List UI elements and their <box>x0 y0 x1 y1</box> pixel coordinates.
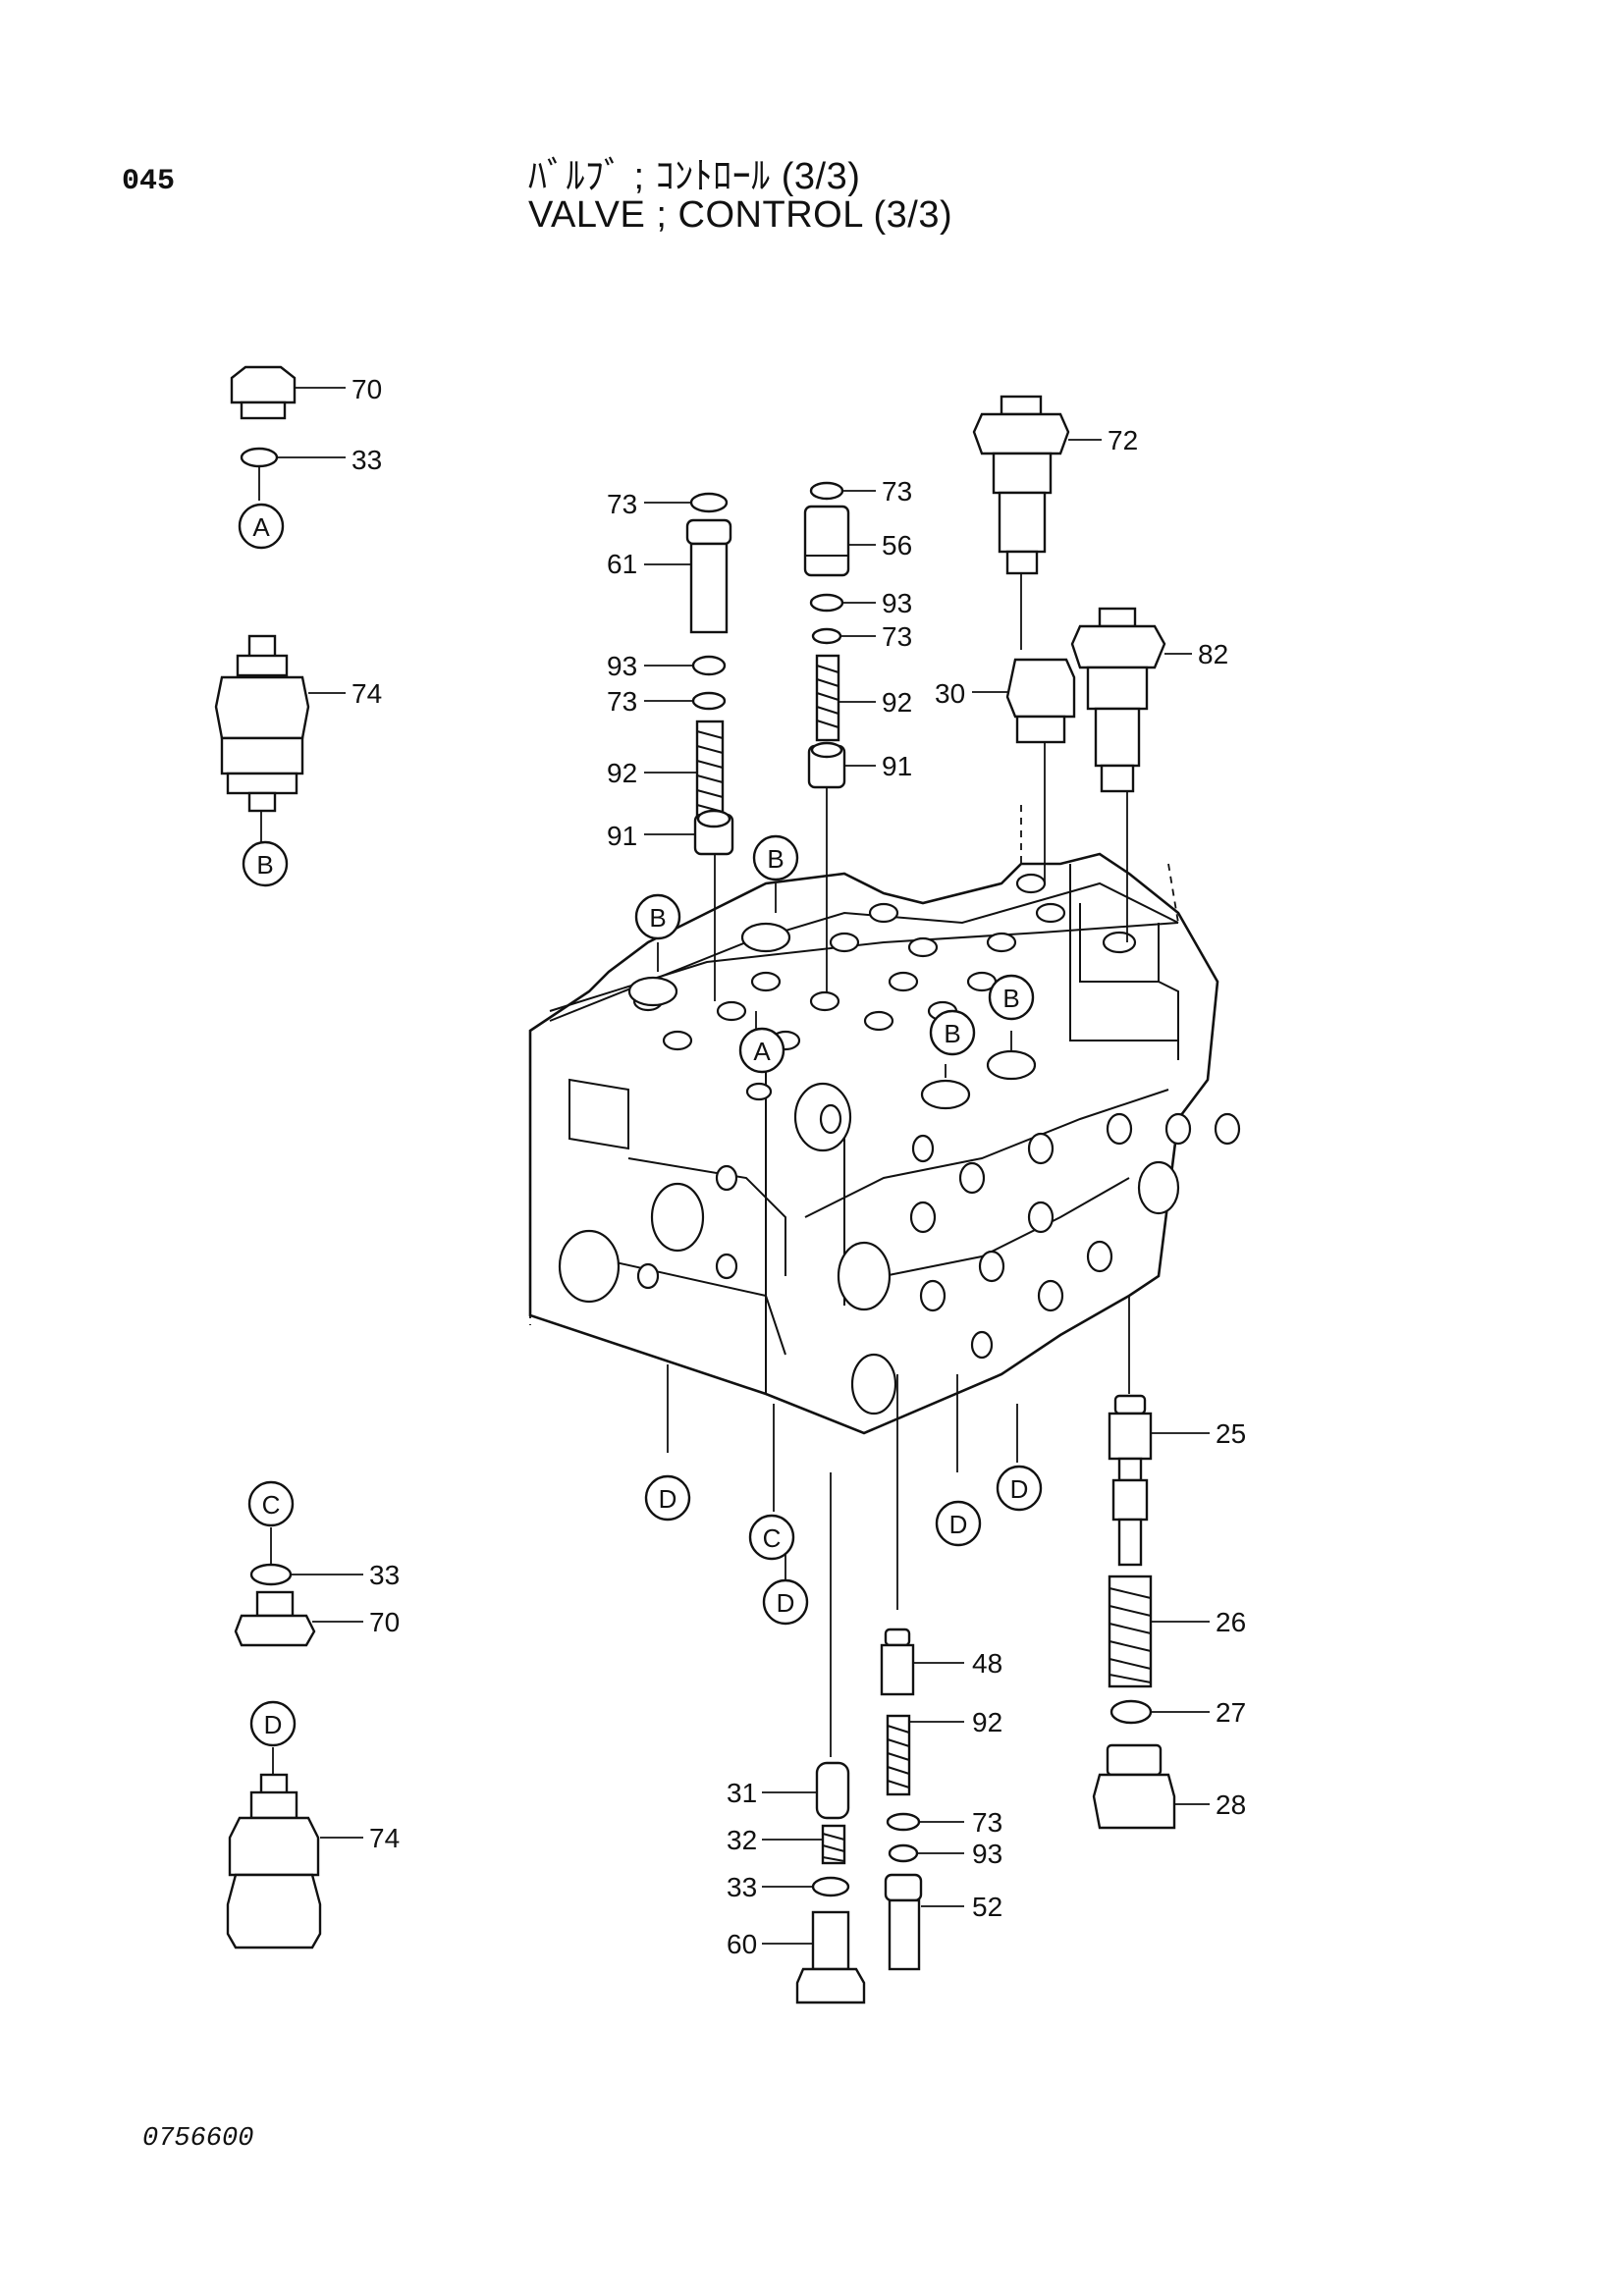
o-ring-73-e <box>886 1812 964 1832</box>
callout-32: 32 <box>727 1825 757 1855</box>
callout-74: 74 <box>352 678 382 709</box>
callout-93: 93 <box>882 588 912 618</box>
marker-d: D <box>777 1588 795 1618</box>
spring-26 <box>1108 1575 1210 1688</box>
marker-c: C <box>262 1490 281 1520</box>
relief-valve-74-bottom <box>226 1773 363 1949</box>
marker-b: B <box>1002 984 1019 1013</box>
callout-73: 73 <box>607 686 637 717</box>
hidden-edge <box>1167 863 1179 924</box>
plug-70-bottom <box>234 1590 363 1647</box>
page-number: 045 <box>122 165 176 198</box>
callout-27: 27 <box>1216 1697 1246 1728</box>
callout-70: 70 <box>352 374 382 404</box>
callout-73: 73 <box>972 1807 1002 1838</box>
drawing-number: 0756600 <box>142 2124 254 2154</box>
callout-25: 25 <box>1216 1418 1246 1449</box>
marker-d: D <box>1010 1474 1029 1504</box>
check-valve-91-a <box>644 809 734 856</box>
relief-valve-72 <box>972 395 1102 575</box>
spring-92-c <box>886 1714 964 1796</box>
callout-92: 92 <box>882 687 912 718</box>
relief-valve-82 <box>1070 607 1192 793</box>
spool-25 <box>1108 1394 1210 1567</box>
callout-labels: 70 33 74 73 61 93 73 92 91 73 56 93 73 9… <box>352 374 1246 1959</box>
marker-d: D <box>949 1510 968 1539</box>
spring-92-b <box>815 654 876 742</box>
spring-92-a <box>644 720 725 822</box>
plug-28 <box>1092 1743 1210 1830</box>
marker-b: B <box>649 903 666 933</box>
callout-91: 91 <box>607 821 637 851</box>
callout-93: 93 <box>972 1839 1002 1869</box>
callout-70: 70 <box>369 1607 400 1637</box>
o-ring-73-a <box>644 492 729 513</box>
callout-26: 26 <box>1216 1607 1246 1637</box>
callout-48: 48 <box>972 1648 1002 1679</box>
snap-ring-93-c <box>888 1843 964 1863</box>
callout-73: 73 <box>882 476 912 507</box>
callout-92: 92 <box>607 758 637 788</box>
callout-33: 33 <box>352 445 382 475</box>
callout-82: 82 <box>1198 639 1228 669</box>
plug-60 <box>762 1910 866 2004</box>
poppet-56 <box>803 505 876 577</box>
marker-b: B <box>256 850 273 880</box>
callout-33: 33 <box>369 1560 400 1590</box>
callout-56: 56 <box>882 530 912 561</box>
sleeve-61 <box>644 518 732 634</box>
plug-30 <box>972 658 1076 744</box>
callout-72: 72 <box>1108 425 1138 455</box>
poppet-31 <box>762 1761 850 1820</box>
snap-ring-93-b <box>809 593 876 613</box>
callout-52: 52 <box>972 1892 1002 1922</box>
callout-74: 74 <box>369 1823 400 1853</box>
reference-markers: A B C D B B A B B D C D D D <box>238 503 1043 1747</box>
callout-30: 30 <box>935 678 965 709</box>
callout-73: 73 <box>607 489 637 519</box>
marker-a: A <box>252 512 270 542</box>
marker-b: B <box>944 1019 960 1048</box>
marker-d: D <box>264 1710 283 1739</box>
o-ring-33-bottom <box>249 1563 363 1586</box>
callout-28: 28 <box>1216 1789 1246 1820</box>
o-ring-73-d <box>811 627 876 645</box>
callout-33: 33 <box>727 1872 757 1902</box>
callout-61: 61 <box>607 549 637 579</box>
title-japanese: ﾊﾞﾙﾌﾞ ; ｺﾝﾄﾛｰﾙ (3/3) <box>528 156 861 197</box>
marker-a: A <box>753 1037 771 1066</box>
o-ring-33-c <box>762 1876 850 1897</box>
callout-92: 92 <box>972 1707 1002 1737</box>
o-ring-73-c <box>809 481 876 501</box>
o-ring-27 <box>1109 1699 1210 1725</box>
poppet-48 <box>880 1628 964 1696</box>
callout-31: 31 <box>727 1778 757 1808</box>
plug-70-top <box>230 365 346 420</box>
spring-32 <box>762 1824 846 1865</box>
relief-valve-74-top <box>214 634 346 813</box>
title-english: VALVE ; CONTROL (3/3) <box>528 194 953 236</box>
sleeve-52 <box>884 1873 964 1971</box>
marker-b: B <box>767 844 784 874</box>
callout-73: 73 <box>882 621 912 652</box>
callout-91: 91 <box>882 751 912 781</box>
check-valve-91-b <box>807 741 876 789</box>
callout-93: 93 <box>607 651 637 681</box>
callout-60: 60 <box>727 1929 757 1959</box>
o-ring-33-top <box>240 447 346 468</box>
marker-d: D <box>659 1484 677 1514</box>
snap-ring-93-a <box>644 655 727 676</box>
control-valve-body <box>528 852 1241 1435</box>
marker-c: C <box>763 1523 782 1553</box>
o-ring-73-b <box>644 691 727 711</box>
